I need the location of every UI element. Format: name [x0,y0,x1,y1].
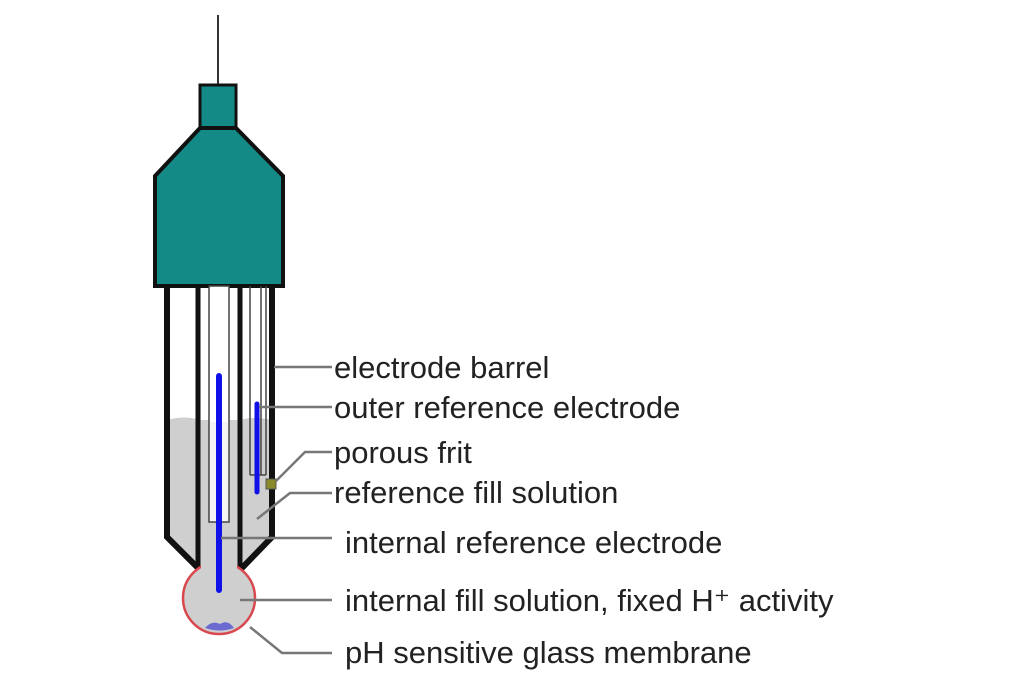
label-glass-membrane: pH sensitive glass membrane [345,635,752,670]
label-porous-frit: porous frit [334,435,472,470]
label-internal-fill-solution: internal fill solution, fixed H⁺ activit… [345,583,834,618]
leader-lines [221,365,332,655]
label-internal-reference-electrode: internal reference electrode [345,525,722,560]
electrode-cap-body [153,126,285,288]
label-outer-reference-electrode: outer reference electrode [334,390,680,425]
inner-glass-tube [195,286,243,575]
electrode-cap-top [198,83,238,131]
label-electrode-barrel: electrode barrel [334,350,549,385]
porous-frit [265,478,277,490]
membrane-deposit [205,622,234,631]
label-reference-fill-solution: reference fill solution [334,475,618,510]
